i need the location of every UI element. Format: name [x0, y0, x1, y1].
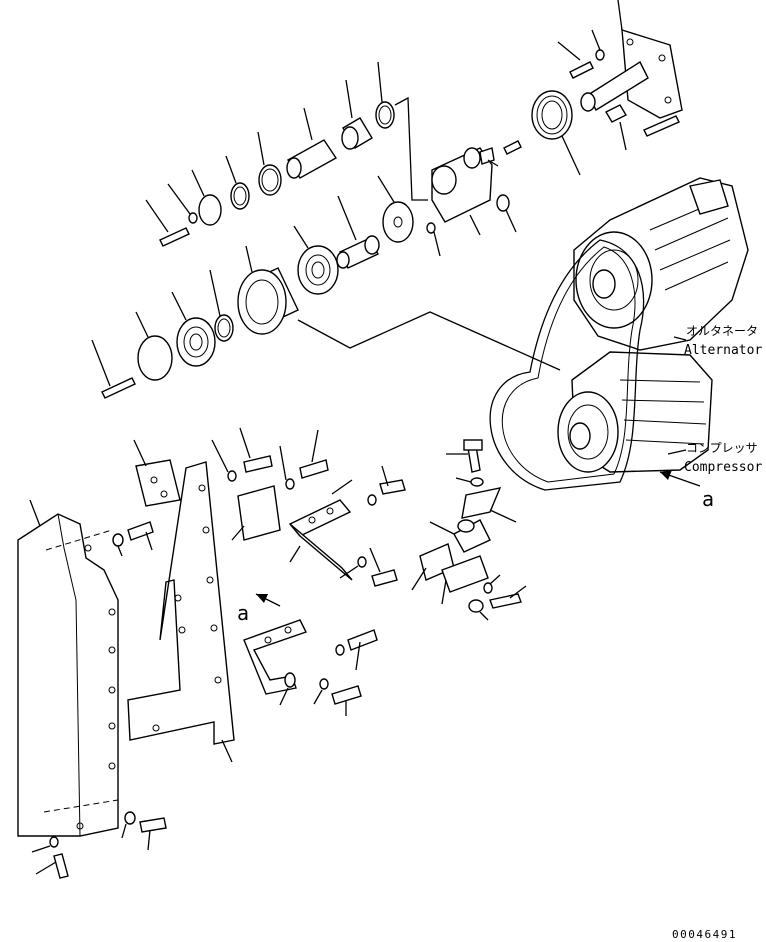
- tension-spring: [531, 90, 581, 176]
- ball-bearing-1: [293, 225, 339, 295]
- washer-plate-b: [279, 445, 295, 490]
- view-a-label-right: a: [702, 487, 714, 511]
- small-washer-1: [167, 183, 198, 224]
- sleeve-pipe: [286, 107, 338, 179]
- bolt-upper-left: [145, 199, 190, 247]
- small-plate: [133, 439, 181, 507]
- compressor: [557, 351, 713, 473]
- view-a-arrow-right: [659, 470, 701, 487]
- alternator-label-en: Alternator: [684, 343, 762, 358]
- top-bolt-1: [557, 41, 594, 79]
- bolt-cover-a: [127, 521, 154, 551]
- washer-lower-b: [313, 678, 329, 705]
- washer-bracket-a: [455, 477, 484, 487]
- washer-lower-a: [335, 644, 345, 656]
- bolt-bracket-b: [489, 585, 527, 609]
- drive-belt: [489, 239, 645, 491]
- washer-bracket-b: [483, 574, 501, 594]
- support-stay: [288, 479, 353, 581]
- pivot-shaft: [580, 60, 649, 112]
- bolt-plate-b: [299, 429, 329, 479]
- bolt-stay-a: [379, 465, 406, 495]
- washer-stay-a: [367, 494, 377, 506]
- clip-plate: [231, 485, 281, 541]
- washer-cover-c: [31, 836, 59, 853]
- washer-cover-a: [112, 533, 124, 557]
- bolt-lower-a: [347, 629, 378, 671]
- lower-bracket: [243, 619, 307, 706]
- mounting-flange-plate: [617, 0, 683, 119]
- angle-bracket-right: [441, 555, 489, 605]
- small-pin-1: [503, 140, 522, 155]
- bushing-top: [341, 79, 373, 150]
- seal-ring-2: [225, 155, 250, 210]
- main-bracket: [127, 461, 235, 763]
- idler-pulley: [237, 245, 561, 371]
- top-bolt-2: [643, 115, 680, 137]
- dowel-pin: [605, 104, 627, 151]
- cover-disc: [135, 311, 173, 381]
- mount-clip: [461, 487, 517, 523]
- nut-bracket-b: [468, 599, 489, 621]
- washer-stay-b: [339, 556, 367, 579]
- seal-ring-1: [257, 131, 282, 196]
- bolt-cover-b: [139, 817, 167, 851]
- view-a-arrow-left: [255, 593, 281, 607]
- top-washer-1: [591, 29, 605, 61]
- snap-ring-top: [375, 61, 428, 201]
- alternator-label-jp: オルタネータ: [686, 324, 758, 338]
- washer-cover-b: [121, 811, 136, 839]
- bolt-plate-a: [239, 427, 273, 473]
- bolt-stay-b: [369, 547, 398, 587]
- washer-disc-1: [191, 169, 222, 226]
- bolt-bracket-a: [446, 439, 483, 473]
- washer-plate-a: [211, 439, 237, 482]
- plug: [496, 194, 517, 233]
- side-cover-panel: [17, 499, 119, 837]
- snap-ring-2: [209, 269, 234, 342]
- tensioner-arm: [431, 147, 493, 236]
- ball-bearing-2: [171, 291, 216, 367]
- drawing-number: 00046491: [672, 928, 737, 941]
- idler-shaft: [336, 195, 380, 269]
- compressor-label-jp: コンプレッサ: [686, 441, 758, 455]
- alternator: [573, 177, 749, 351]
- compressor-label-en: Compressor: [684, 460, 762, 475]
- rubber-mount: [429, 519, 491, 553]
- view-a-label-left: a: [237, 601, 249, 625]
- flat-washer-large: [377, 175, 414, 243]
- small-nut: [426, 222, 441, 257]
- grease-nipple: [479, 147, 499, 167]
- bolt-mid-left: [91, 339, 136, 399]
- bolt-lower-b: [331, 685, 362, 716]
- bolt-cover-c: [35, 853, 69, 879]
